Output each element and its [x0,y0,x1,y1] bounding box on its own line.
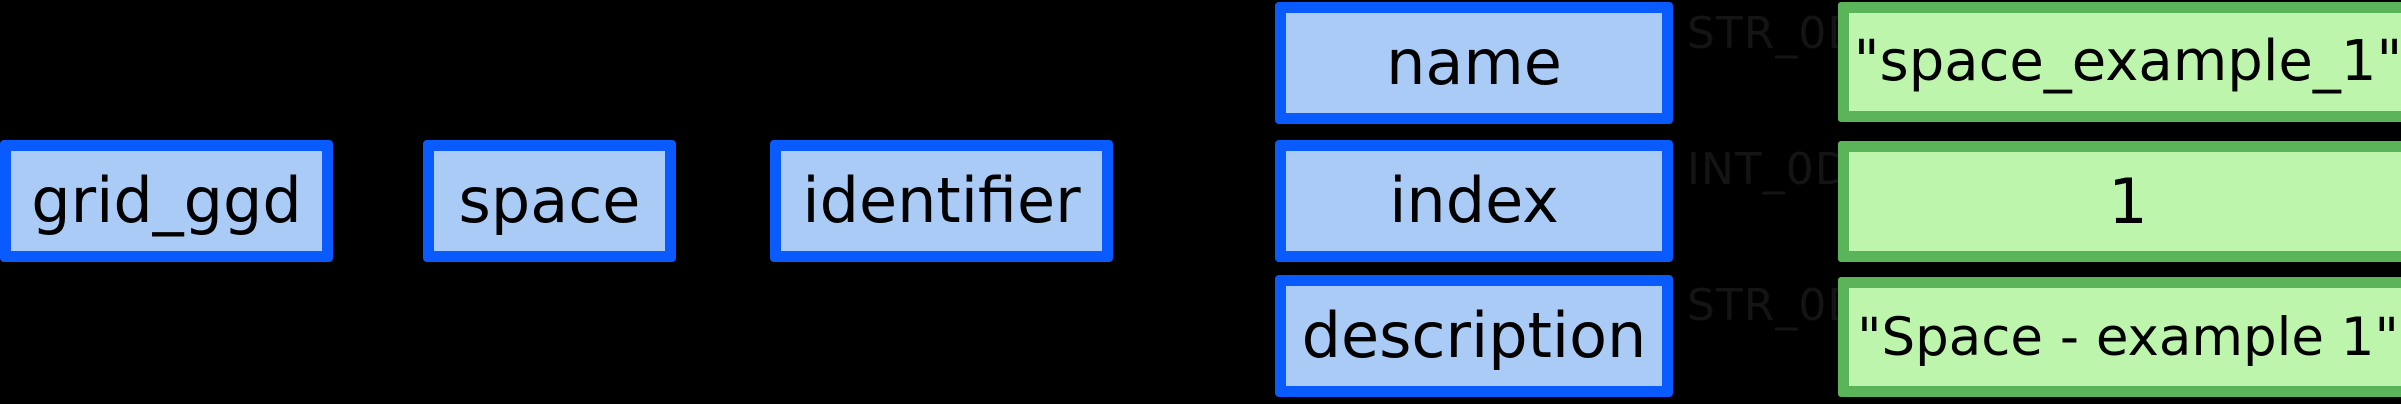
value-index-label: 1 [2108,164,2148,238]
edge-name-to-value [1672,58,1840,70]
value-name[interactable]: "space_example_1" [1838,2,2401,122]
edge-description-to-value [1672,331,1840,343]
value-name-label: "space_example_1" [1853,29,2401,94]
type-label-index: INT_0D [1687,144,1850,195]
edge-bus-to-description [1185,331,1277,343]
node-grid-ggd-label: grid_ggd [31,164,302,237]
edge-bus-to-name [1185,58,1277,70]
node-grid-ggd[interactable]: grid_ggd [0,140,333,262]
node-space[interactable]: space [423,140,676,262]
edge-identifier-trunk [1113,196,1191,208]
node-name-label: name [1386,26,1562,99]
edge-grid_ggd-to-space [333,196,425,208]
edge-bus-to-index [1185,196,1277,208]
node-space-label: space [458,164,641,237]
node-identifier-label: identifier [802,164,1081,237]
value-description[interactable]: "Space - example 1" [1838,277,2401,397]
value-index[interactable]: 1 [1838,141,2401,262]
node-name[interactable]: name [1275,2,1673,124]
value-description-label: "Space - example 1" [1857,306,2399,368]
edge-index-to-value [1672,196,1840,208]
node-description[interactable]: description [1275,275,1673,397]
node-identifier[interactable]: identifier [770,140,1113,262]
type-label-name: STR_0D [1687,8,1863,59]
edge-space-to-identifier [676,196,772,208]
node-description-label: description [1301,299,1647,372]
node-index-label: index [1389,164,1559,237]
type-label-description: STR_0D [1687,280,1863,331]
node-index[interactable]: index [1275,140,1673,262]
